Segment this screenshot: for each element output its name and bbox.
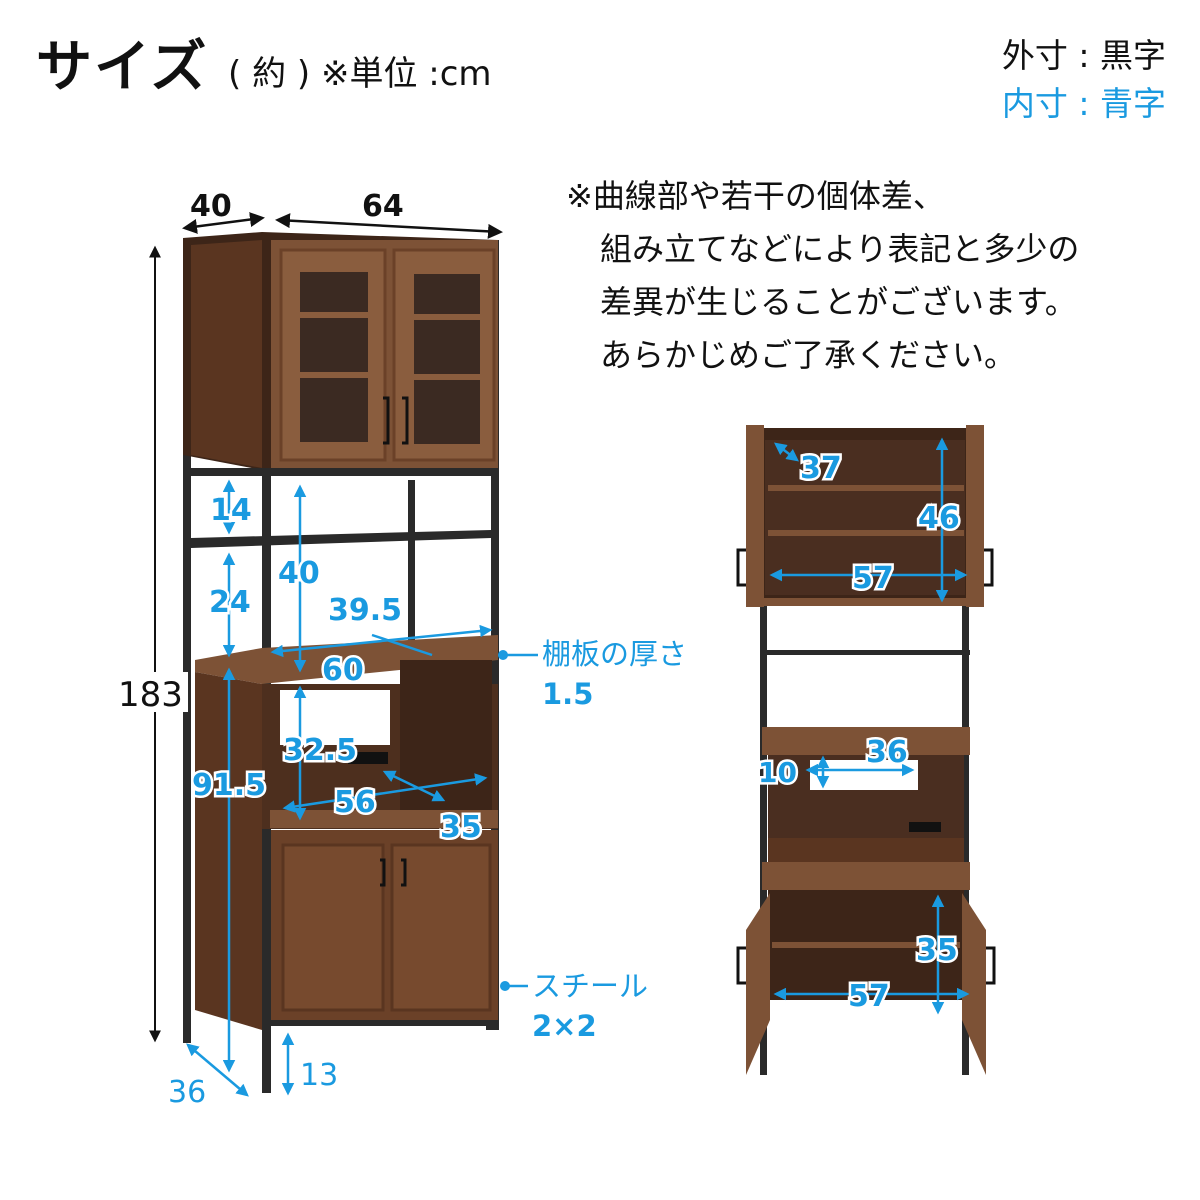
shelf-thickness-value: 1.5: [542, 677, 594, 711]
dim-upper-width: 57: [852, 561, 894, 596]
dim-open-shelf-height: 40: [278, 556, 320, 591]
dim-shelf-width: 60: [322, 653, 364, 688]
unit-note: ( 約 ) ※単位 :cm: [228, 54, 492, 94]
front-cabinet-illustration: [183, 232, 499, 1093]
dim-cord-hole-height: 10: [758, 756, 797, 789]
page-title: サイズ: [36, 35, 209, 100]
leg-material-value: 2×2: [532, 1009, 597, 1043]
inner-dimensions-open: [769, 437, 970, 1015]
dim-microwave-height: 32.5: [283, 733, 357, 768]
shelf-thickness-callout: 棚板の厚さ 1.5: [542, 634, 687, 714]
dim-upper-depth: 37: [800, 451, 842, 486]
shelf-thickness-label: 棚板の厚さ: [542, 637, 688, 671]
dim-lower-height: 35: [916, 933, 958, 968]
dim-depth: 40: [190, 189, 232, 224]
inner-labels-front: 14 24 40 39.5 60 32.5 91.5 56 35 36 13: [168, 491, 484, 1111]
dim-slide-depth: 35: [440, 810, 482, 845]
dim-shelf-depth: 39.5: [328, 593, 402, 628]
dim-width: 64: [362, 189, 404, 224]
dim-slide-width: 56: [334, 785, 376, 820]
leg-material-label: スチール: [532, 969, 649, 1003]
leg-material-callout: スチール 2×2: [532, 966, 648, 1046]
outer-dimensions-front: 40 64 183: [118, 189, 503, 1043]
legend-outer: 外寸 : 黒字: [1001, 36, 1166, 75]
inner-labels-open: 37 46 57 10 36 35 57: [756, 449, 963, 1017]
dim-lower-width: 57: [848, 979, 890, 1014]
dim-middle-gap: 24: [209, 585, 251, 620]
dim-counter-height: 91.5: [192, 768, 266, 803]
dim-height: 183: [118, 675, 183, 715]
dim-cord-hole-width: 36: [866, 735, 908, 770]
note-line: ※曲線部や若干の個体差、: [566, 177, 945, 215]
disclaimer-note: ※曲線部や若干の個体差、 組み立てなどにより表記と多少の 差異が生じることがござ…: [566, 170, 1079, 382]
note-line: 組み立てなどにより表記と多少の: [600, 230, 1080, 268]
dim-upper-gap: 14: [210, 493, 252, 528]
legend: 外寸 : 黒字 内寸 : 青字: [1002, 32, 1166, 128]
inner-dimensions-front: [186, 479, 538, 1097]
legend-inner: 内寸 : 青字: [1001, 84, 1166, 123]
dim-upper-height: 46: [918, 501, 960, 536]
note-line: 差異が生じることがございます。: [600, 283, 1077, 321]
dim-leg-clearance: 13: [300, 1058, 338, 1093]
note-line: あらかじめご了承ください。: [600, 336, 1017, 374]
dim-leg-spread: 36: [168, 1075, 206, 1110]
